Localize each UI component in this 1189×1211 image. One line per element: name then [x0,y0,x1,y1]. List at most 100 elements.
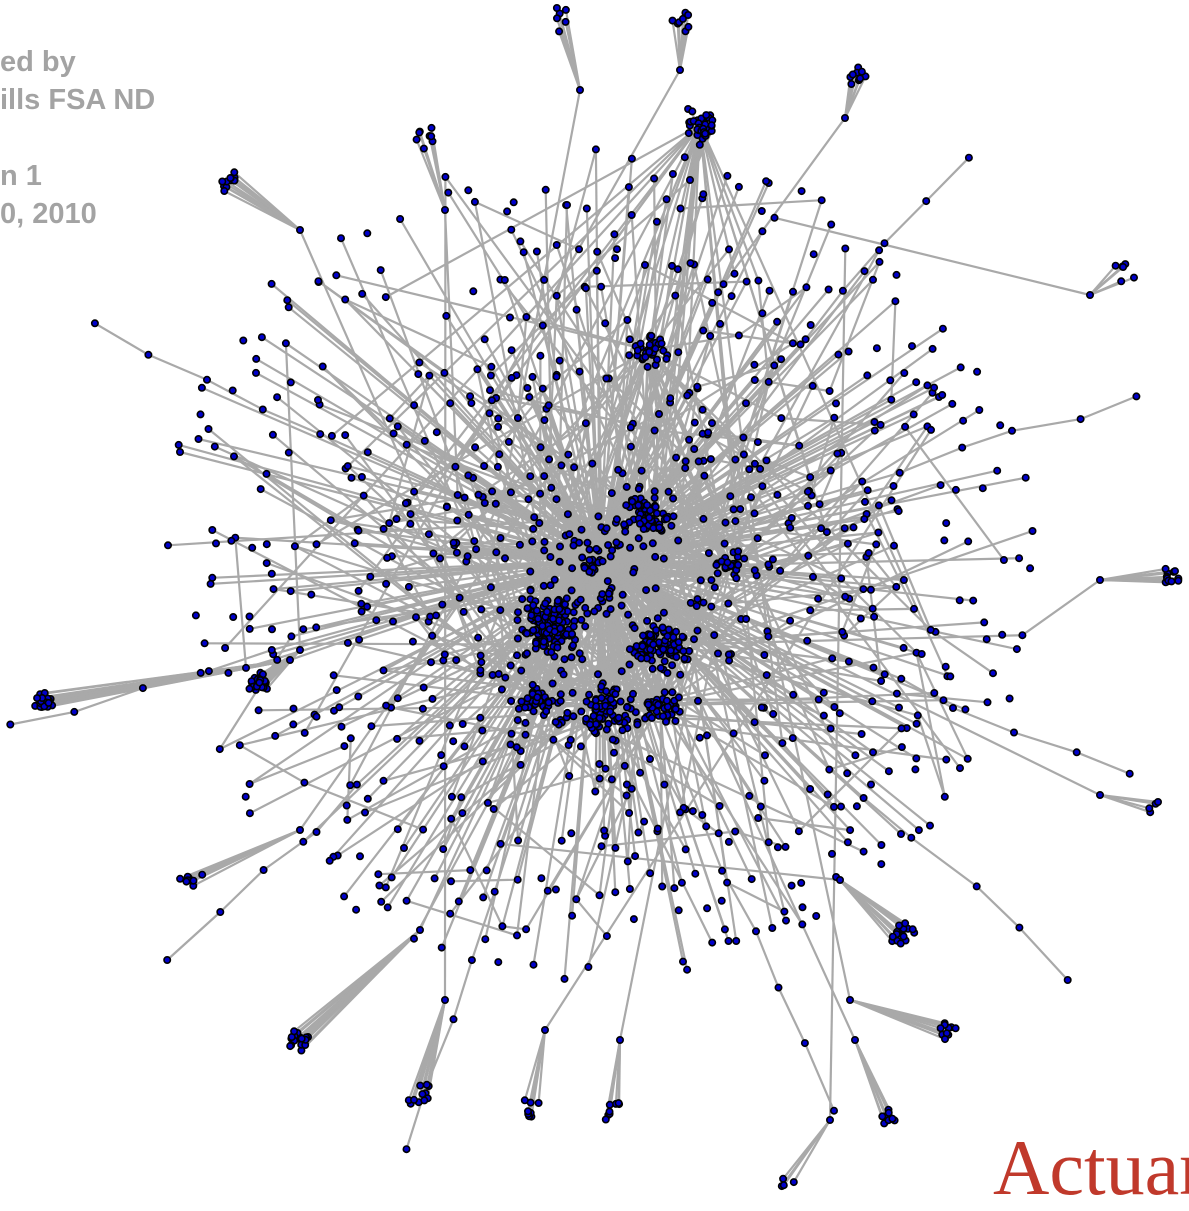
graph-node [272,733,278,739]
graph-node [569,690,575,696]
graph-edge [855,1040,889,1113]
graph-node [518,667,524,673]
graph-node [287,1043,293,1049]
graph-node [554,242,560,248]
graph-node [965,756,971,762]
graph-node [395,695,401,701]
graph-node [661,781,667,787]
graph-node [943,664,949,670]
graph-node [530,708,536,714]
graph-node [317,431,323,437]
graph-node [810,383,816,389]
graph-node [417,1082,423,1088]
graph-node [403,500,409,506]
graph-node [628,444,634,450]
graph-node [204,377,210,383]
graph-node [315,397,321,403]
graph-node [648,333,654,339]
graph-node [915,712,921,718]
graph-node [596,761,602,767]
graph-node [640,543,646,549]
graph-node [828,221,834,227]
graph-node [383,702,389,708]
graph-node [865,487,871,493]
graph-node [359,291,365,297]
graph-node [799,904,805,910]
graph-node [506,439,512,445]
graph-node [561,976,567,982]
graph-node [671,885,677,891]
graph-node [842,525,848,531]
graph-node [465,472,471,478]
graph-node [571,623,577,629]
graph-node [543,187,549,193]
graph-node [950,705,956,711]
graph-node [683,458,689,464]
graph-edge [240,745,305,782]
graph-node [805,503,811,509]
graph-node [888,397,894,403]
graph-node [637,521,643,527]
graph-node [974,369,980,375]
graph-node [416,359,422,365]
graph-node [831,415,837,421]
graph-node [614,246,620,252]
graph-node [652,554,658,560]
graph-node [348,475,354,481]
graph-node [578,617,584,623]
graph-node [984,699,990,705]
graph-node [869,698,875,704]
graph-node [583,285,589,291]
graph-node [545,888,551,894]
graph-node [225,670,231,676]
graph-node [548,485,554,491]
graph-node [653,627,659,633]
graph-node [559,838,565,844]
graph-node [603,1116,609,1122]
graph-node [870,749,876,755]
graph-node [619,668,625,674]
graph-node [504,208,510,214]
graph-node [515,635,521,641]
graph-node [553,886,559,892]
graph-node [782,844,788,850]
graph-node [297,647,303,653]
graph-node [578,597,584,603]
graph-node [601,827,607,833]
graph-node [404,442,410,448]
graph-node [546,402,552,408]
graph-node [1022,475,1028,481]
graph-node [416,129,422,135]
graph-node [411,489,417,495]
graph-node [502,555,508,561]
graph-node [614,516,620,522]
graph-node [354,781,360,787]
graph-edge [10,712,74,725]
graph-node [140,685,146,691]
graph-node [617,698,623,704]
graph-node [561,656,567,662]
graph-node [730,730,736,736]
graph-node [670,495,676,501]
graph-node [470,288,476,294]
graph-node [264,541,270,547]
graph-node [664,698,670,704]
graph-node [840,288,846,294]
graph-edge [1014,733,1077,753]
graph-node [730,506,736,512]
graph-node [420,826,426,832]
graph-node [819,197,825,203]
graph-node [437,555,443,561]
graph-node [769,925,775,931]
graph-node [675,349,681,355]
graph-node [508,731,514,737]
graph-node [221,188,227,194]
graph-node [478,659,484,665]
graph-node [441,370,447,376]
graph-node [825,791,831,797]
graph-node [527,587,533,593]
graph-node [919,651,925,657]
graph-node [286,449,292,455]
graph-node [850,71,856,77]
graph-node [524,385,530,391]
